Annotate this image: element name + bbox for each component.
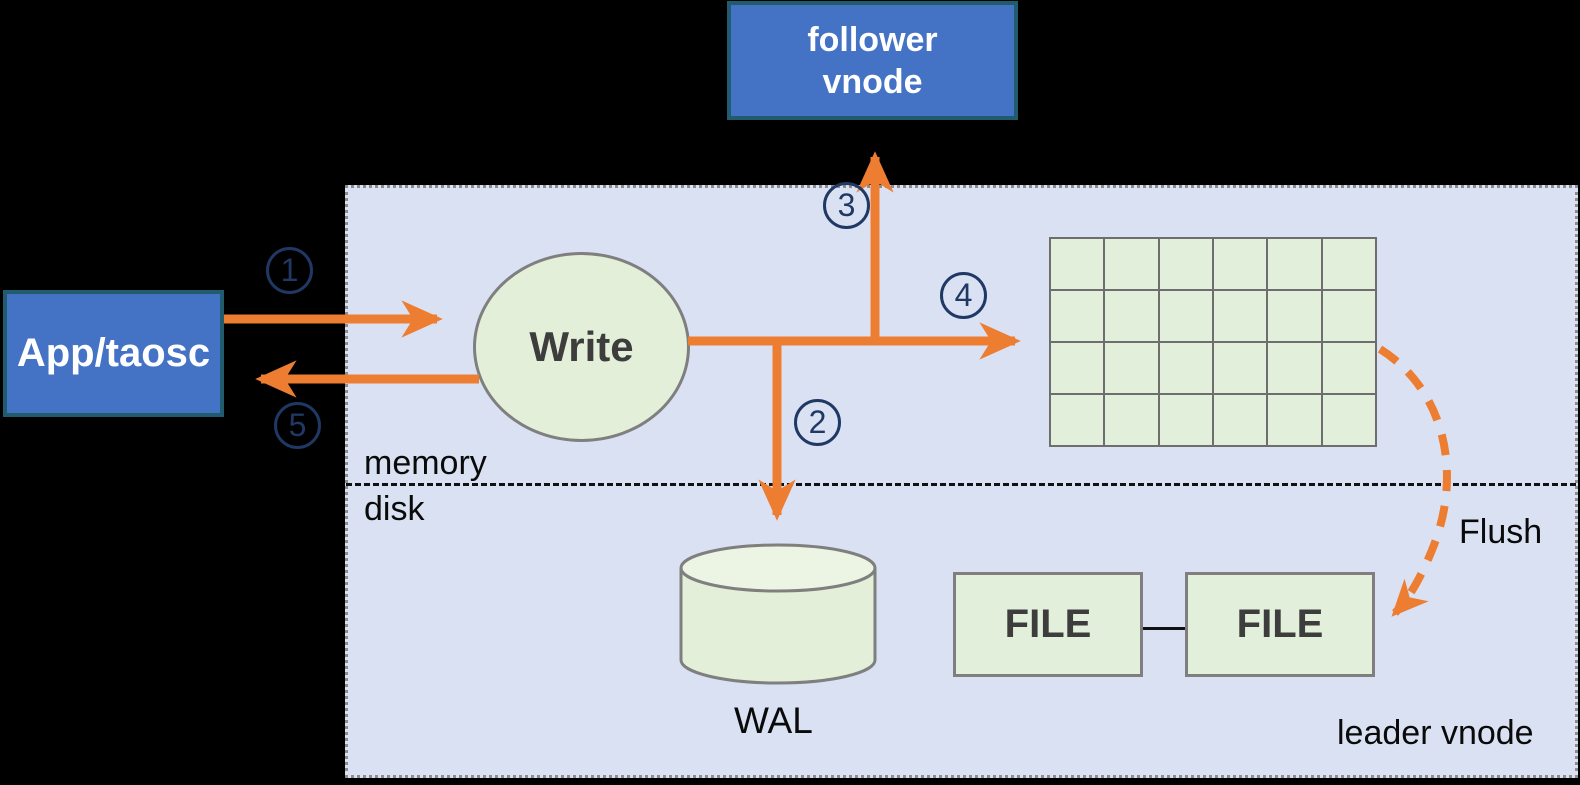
mem-table-cell xyxy=(1105,395,1158,445)
step-badge-4: 4 xyxy=(940,272,987,319)
step-badge-5: 5 xyxy=(274,402,321,449)
mem-table-cell xyxy=(1213,291,1267,341)
mem-table-cell xyxy=(1051,239,1104,289)
step-1-number: 1 xyxy=(280,252,299,288)
file-1-label: FILE xyxy=(1004,602,1092,646)
follower-vnode-box: follower vnode xyxy=(727,1,1018,120)
mem-table-cell xyxy=(1322,343,1375,393)
memory-disk-divider xyxy=(346,483,1576,486)
step-2-number: 2 xyxy=(808,404,827,440)
mem-table-cell xyxy=(1213,343,1267,393)
file-2-label: FILE xyxy=(1236,602,1324,646)
step-badge-3: 3 xyxy=(823,182,870,229)
file-box-1: FILE xyxy=(953,572,1143,677)
mem-table-cell xyxy=(1159,291,1212,341)
mem-table-cell xyxy=(1268,343,1321,393)
mem-table-cell xyxy=(1105,343,1158,393)
mem-table-cell xyxy=(1268,395,1321,445)
file-box-2: FILE xyxy=(1185,572,1375,677)
leader-vnode-label: leader vnode xyxy=(1337,714,1534,752)
mem-table-cell xyxy=(1105,291,1158,341)
write-label: Write xyxy=(529,323,634,370)
mem-table-cell xyxy=(1213,239,1267,289)
step-3-number: 3 xyxy=(837,187,856,223)
mem-table-cell xyxy=(1322,395,1375,445)
step-badge-1: 1 xyxy=(266,247,313,294)
mem-table-cell xyxy=(1213,395,1267,445)
mem-table-cell xyxy=(1159,395,1212,445)
mem-table-cell xyxy=(1051,291,1104,341)
mem-table-grid xyxy=(1049,237,1377,447)
app-taosc-box: App/taosc xyxy=(3,290,224,417)
step-5-number: 5 xyxy=(288,407,307,443)
mem-table-cell xyxy=(1268,239,1321,289)
mem-table-cell xyxy=(1322,239,1375,289)
follower-vnode-label-line1: follower xyxy=(807,20,938,59)
mem-table-cell xyxy=(1159,343,1212,393)
wal-label: WAL xyxy=(734,700,813,741)
follower-vnode-label-line2: vnode xyxy=(822,62,923,101)
step-4-number: 4 xyxy=(954,277,973,313)
mem-table-cell xyxy=(1268,291,1321,341)
mem-table-cell xyxy=(1051,343,1104,393)
arrow-flush xyxy=(1377,345,1451,617)
memory-label: memory xyxy=(364,444,487,482)
mem-table-cell xyxy=(1322,291,1375,341)
disk-label: disk xyxy=(364,490,425,528)
app-taosc-label: App/taosc xyxy=(16,331,211,375)
mem-table-cell xyxy=(1105,239,1158,289)
flush-label: Flush xyxy=(1459,513,1543,551)
step-badge-2: 2 xyxy=(794,399,841,446)
mem-table-cell xyxy=(1159,239,1212,289)
file-connector-line xyxy=(1143,627,1185,630)
mem-table-cell xyxy=(1051,395,1104,445)
write-node: Write xyxy=(473,252,690,442)
